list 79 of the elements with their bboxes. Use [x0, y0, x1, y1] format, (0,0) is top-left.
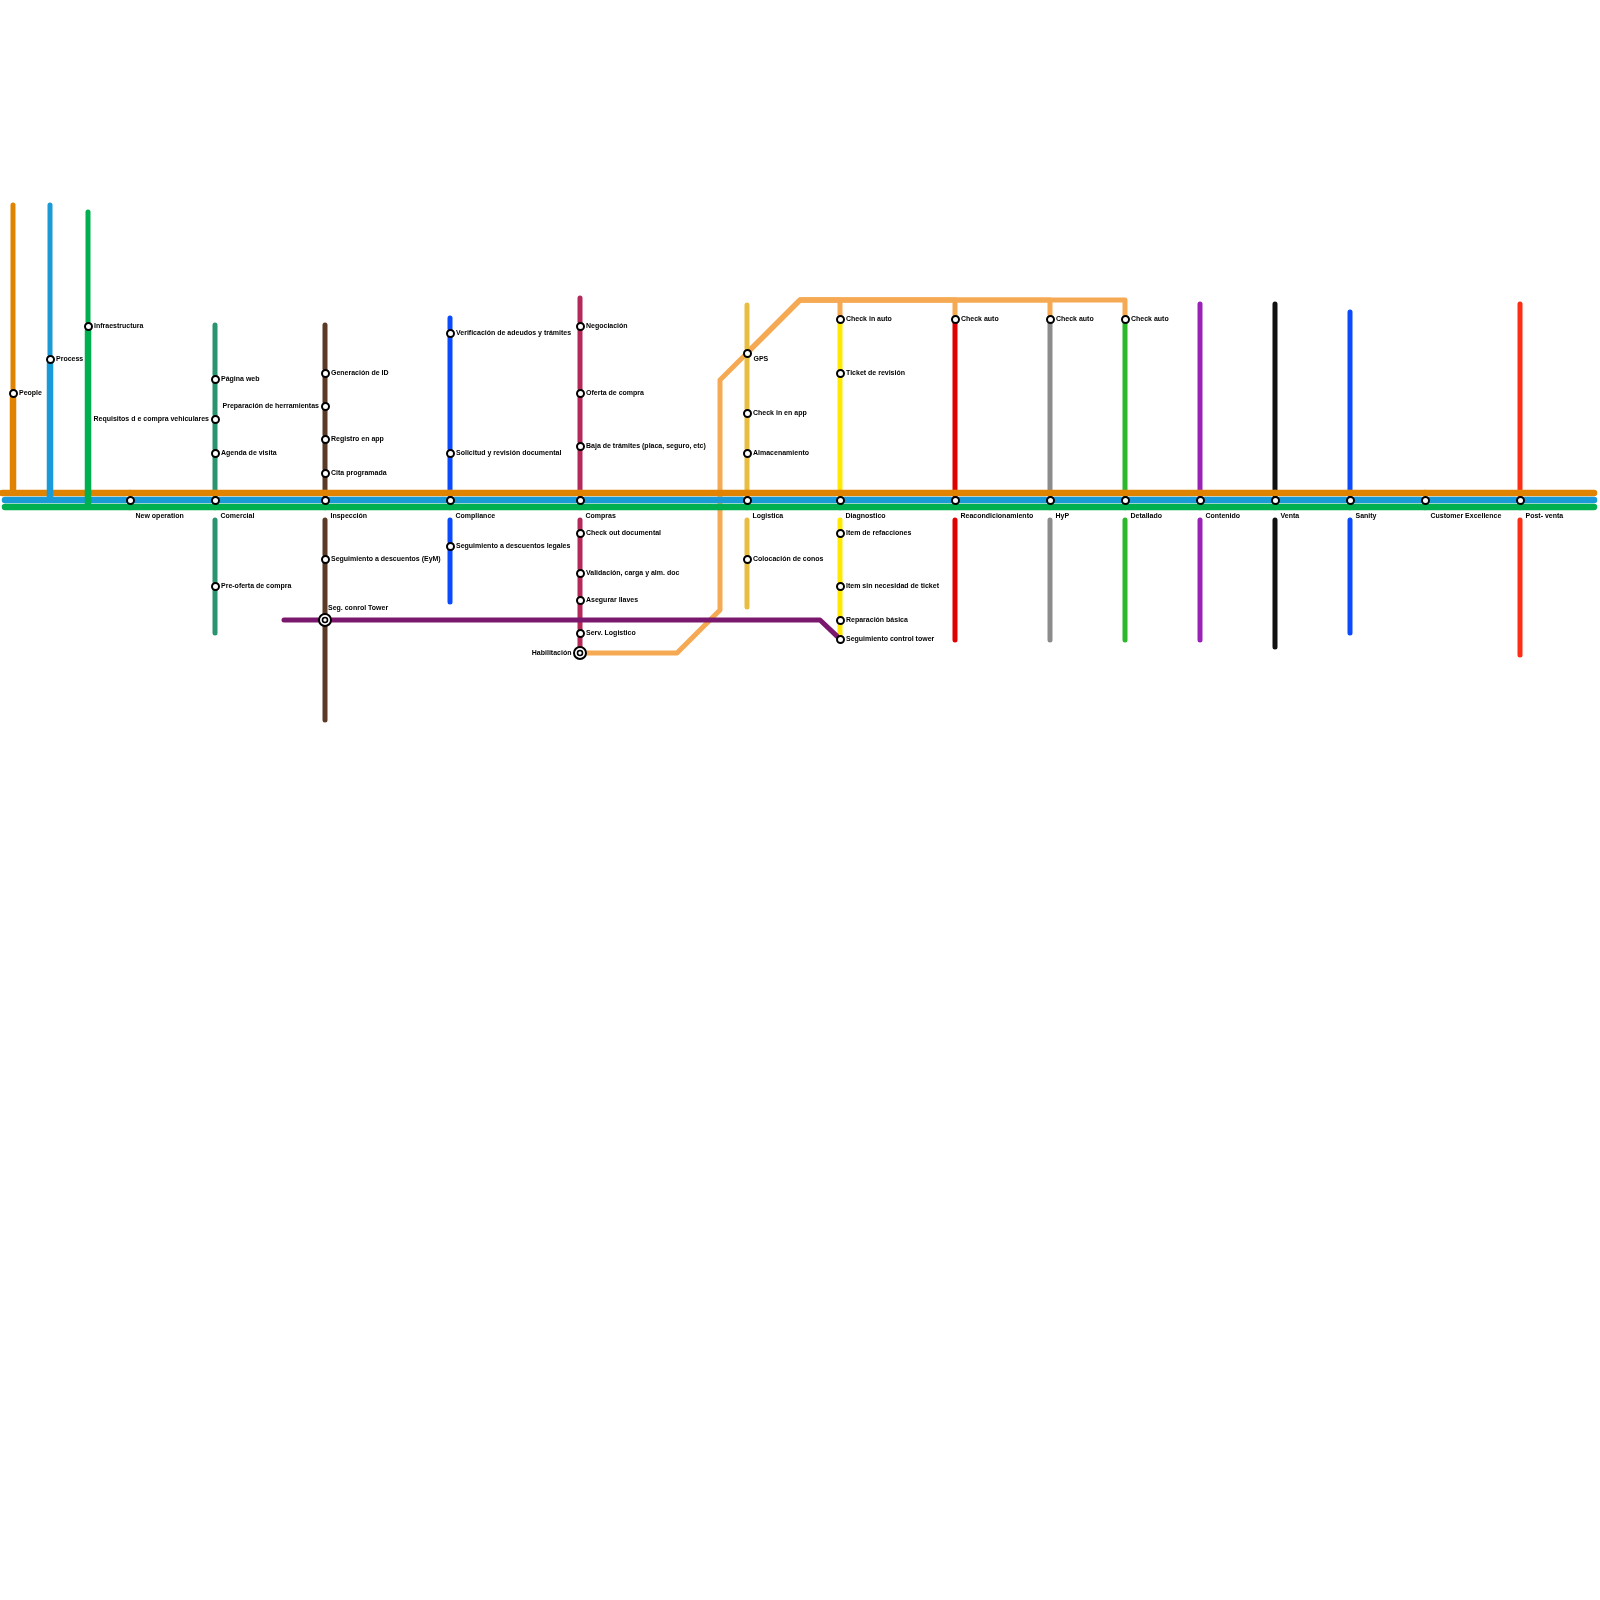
metro-line: [10, 202, 16, 391]
metro-line: [841, 496, 954, 504]
metro-line: [1047, 517, 1053, 643]
metro-line: [322, 408, 328, 437]
metro-line: [322, 322, 328, 371]
metro-line: [1517, 301, 1523, 498]
metro-line: [1047, 321, 1053, 498]
metro-line: [577, 448, 583, 498]
metro-line: [1516, 503, 1598, 511]
metro-line: [216, 496, 324, 504]
metro-line: [447, 455, 453, 498]
metro-line: [1272, 517, 1278, 650]
metro-line: [1197, 517, 1203, 643]
metro-line: [447, 315, 453, 331]
metro-line: [577, 328, 583, 391]
metro-line: [322, 441, 328, 471]
metro-line: [1276, 496, 1349, 504]
metro-line: [1126, 496, 1199, 504]
metro-line: [1347, 309, 1353, 498]
metro-line: [744, 355, 750, 411]
metro-line: [212, 588, 218, 636]
metro-line: [329, 617, 840, 639]
metro-line: [447, 517, 453, 544]
metro-line: [131, 496, 214, 504]
metro-line: [1516, 489, 1598, 497]
metro-line: [837, 622, 843, 637]
metro-line: [322, 517, 328, 557]
metro-line: [577, 602, 583, 631]
metro-line: [322, 624, 328, 723]
metro-line: [85, 209, 91, 324]
metro-line: [326, 496, 449, 504]
metro-line: [212, 381, 218, 417]
metro-line: [837, 535, 843, 584]
metro-line: [1201, 496, 1274, 504]
metro-line: [577, 575, 583, 598]
metro-line: [744, 561, 750, 610]
metro-line: [577, 295, 583, 324]
metro-line: [451, 496, 579, 504]
metro-line: [1122, 321, 1128, 498]
metro-line: [837, 375, 843, 498]
metro-line: [212, 517, 218, 584]
metro-line: [447, 335, 453, 451]
metro-line: [281, 617, 321, 623]
metro-line: [1272, 301, 1278, 498]
metro-line: [748, 496, 839, 504]
metro-line: [1, 360, 129, 504]
metro-line: [322, 375, 328, 404]
metro-line: [952, 321, 958, 498]
metro-line: [447, 548, 453, 605]
metro-line: [212, 421, 218, 451]
metro-line: [837, 321, 843, 371]
metro-line: [322, 561, 328, 616]
metro-line: [577, 635, 583, 649]
metro-line: [212, 322, 218, 377]
metro-line: [952, 517, 958, 643]
metro-line: [212, 455, 218, 498]
metro-line: [837, 517, 843, 531]
metro-line: [1122, 517, 1128, 643]
metro-line: [1521, 496, 1598, 504]
metro-line: [744, 302, 750, 351]
metro-line: [744, 455, 750, 498]
metro-line: [744, 517, 750, 557]
metro-line: [747, 297, 1128, 353]
metro-line: [837, 588, 843, 618]
metro-line: [577, 395, 583, 444]
metro-line: [1197, 301, 1203, 498]
metro-line: [577, 535, 583, 571]
metro-line: [956, 496, 1049, 504]
metro-line: [1347, 517, 1353, 636]
metro-line: [47, 202, 53, 357]
metro-line: [1051, 496, 1124, 504]
metro-line: [744, 415, 750, 451]
metro-line: [322, 475, 328, 498]
metro-line: [1517, 517, 1523, 658]
metro-line: [1426, 496, 1519, 504]
metro-line: [584, 353, 747, 656]
metro-line: [577, 517, 583, 531]
metro-line: [1351, 496, 1424, 504]
metro-line: [581, 496, 746, 504]
